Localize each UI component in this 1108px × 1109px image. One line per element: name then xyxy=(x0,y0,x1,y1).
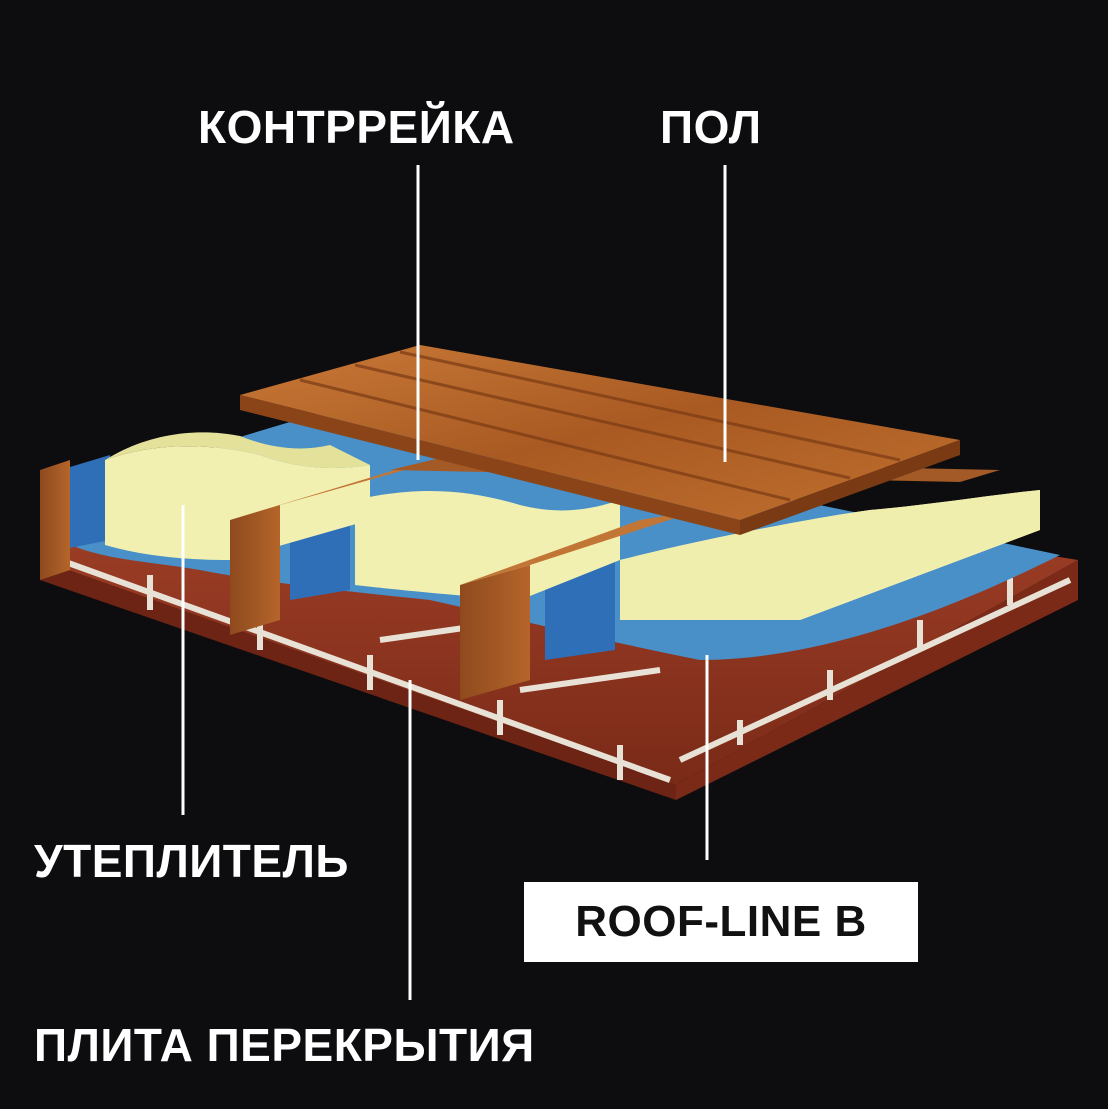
label-floor: ПОЛ xyxy=(660,104,761,150)
label-slab: ПЛИТА ПЕРЕКРЫТИЯ xyxy=(34,1022,535,1068)
label-membrane-box: ROOF-LINE B xyxy=(524,882,918,962)
label-membrane: ROOF-LINE B xyxy=(575,897,866,947)
label-insulation: УТЕПЛИТЕЛЬ xyxy=(34,838,349,884)
label-counter-batten: КОНТРРЕЙКА xyxy=(198,104,515,150)
